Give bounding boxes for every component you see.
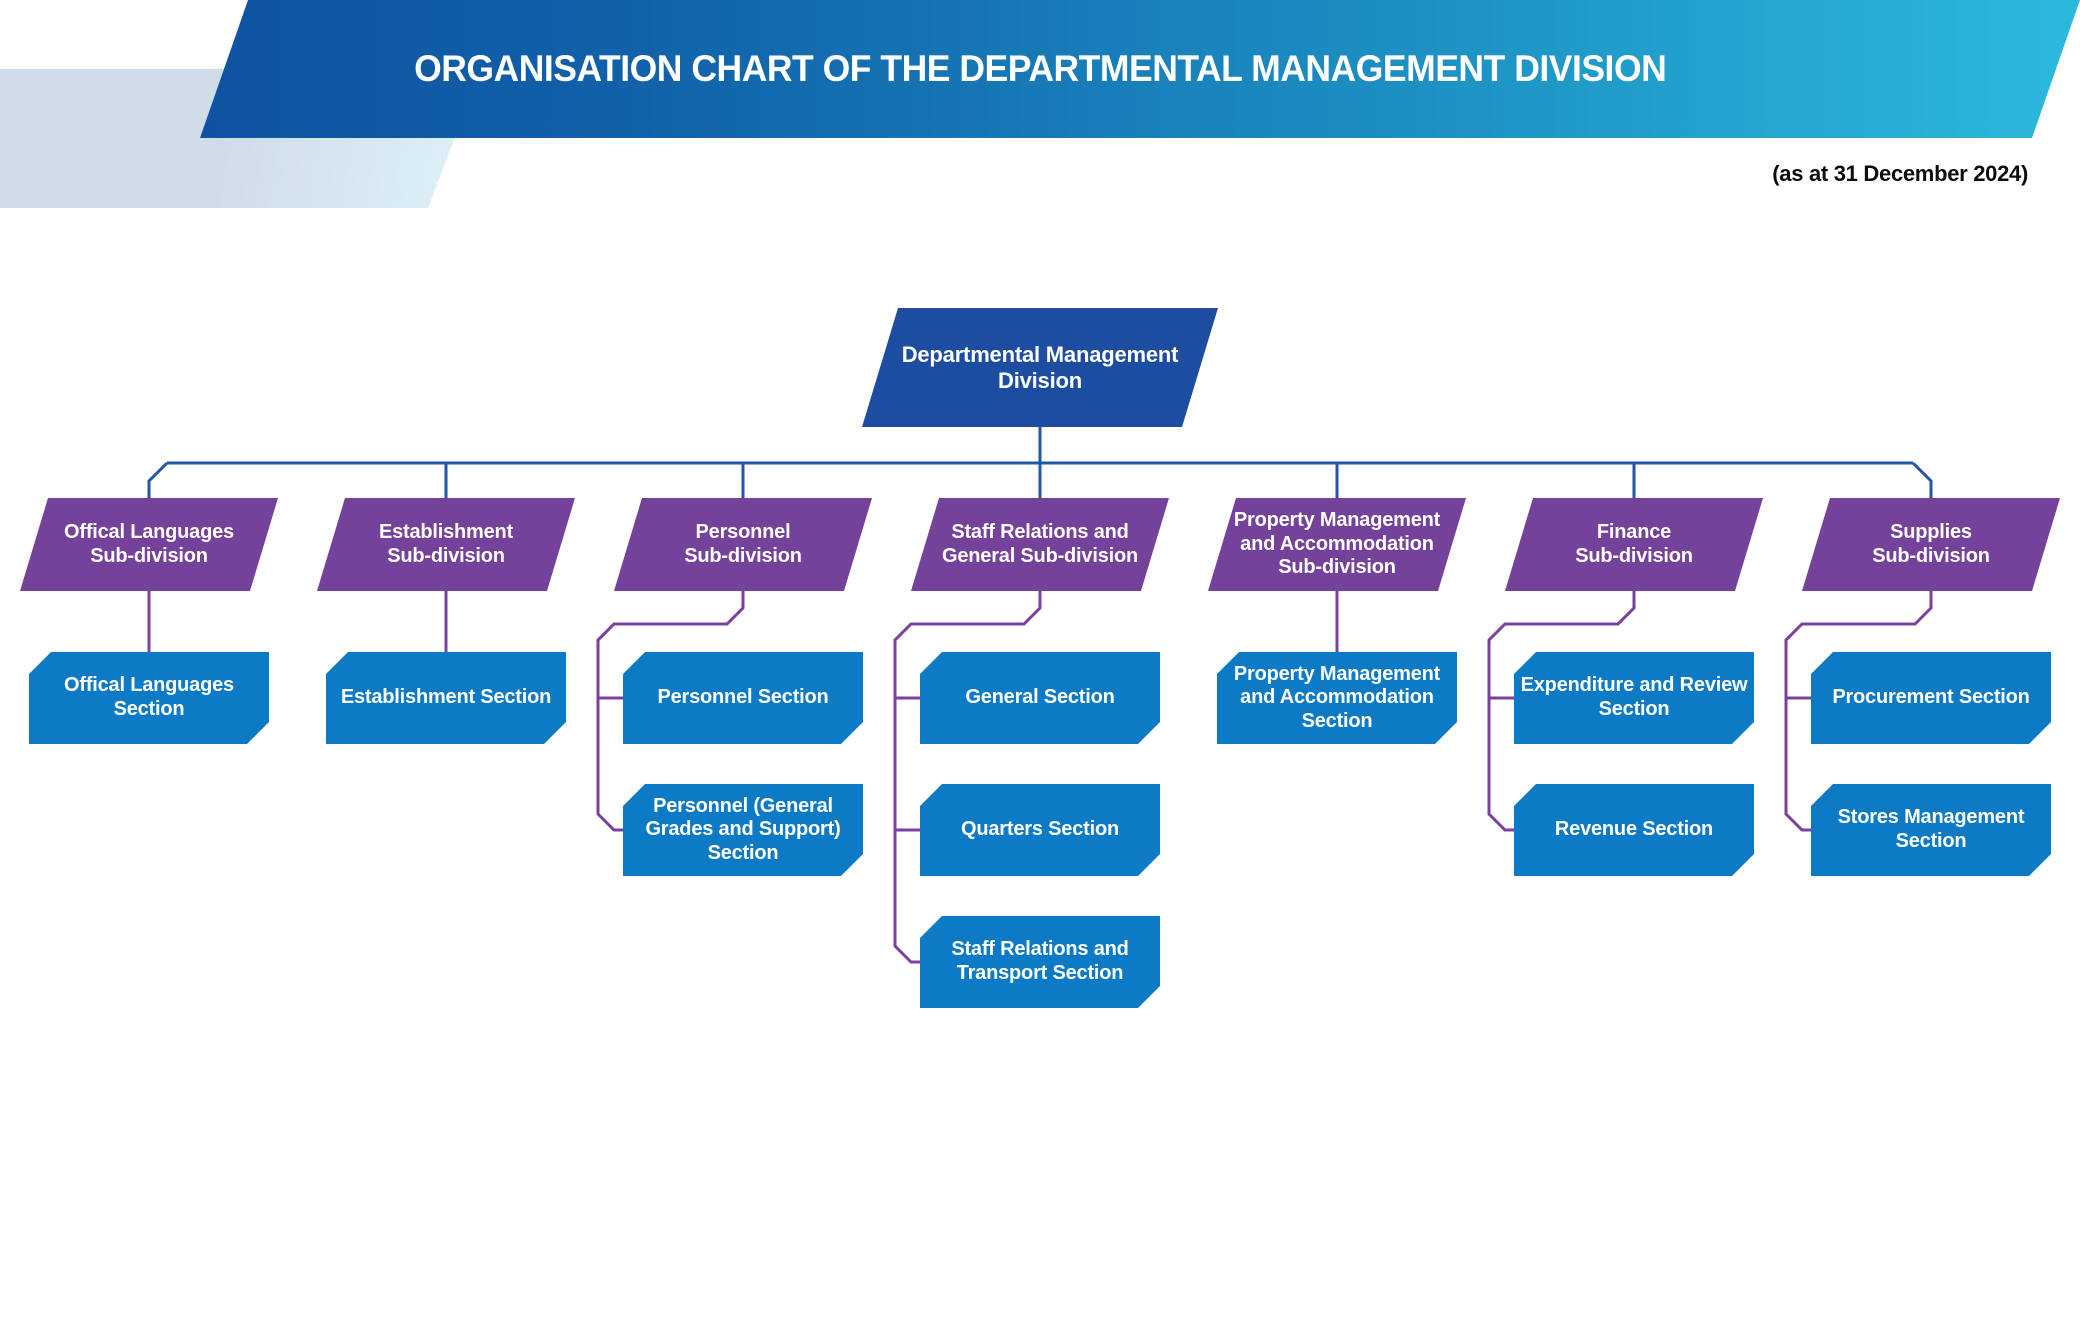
date-note: (as at 31 December 2024) xyxy=(1772,161,2028,186)
node-label: Expenditure and Review Section xyxy=(1520,674,1748,720)
subdivision-personnel: Personnel Sub-division xyxy=(614,498,872,591)
node-label: Offical Languages Sub-division xyxy=(64,520,234,567)
section-general: General Section xyxy=(920,652,1160,744)
section-revenue: Revenue Section xyxy=(1514,784,1754,876)
node-label: Stores Management Section xyxy=(1837,806,2025,852)
page-title: ORGANISATION CHART OF THE DEPARTMENTAL M… xyxy=(413,48,1667,89)
node-label: Departmental Management Division xyxy=(901,341,1179,393)
node-label: Personnel Section xyxy=(657,686,829,709)
node-label: Offical Languages Section xyxy=(64,674,234,720)
section-establishment: Establishment Section xyxy=(326,652,566,744)
connector-blue xyxy=(147,427,1933,498)
node-label: Supplies Sub-division xyxy=(1872,520,1990,567)
section-property-management: Property Management and Accommodation Se… xyxy=(1217,652,1457,744)
subdivision-supplies: Supplies Sub-division xyxy=(1802,498,2060,591)
node-label: Property Management and Accommodation Su… xyxy=(1233,509,1441,579)
subdivision-finance: Finance Sub-division xyxy=(1505,498,1763,591)
subdivision-property-management: Property Management and Accommodation Su… xyxy=(1208,498,1466,591)
node-label: Establishment Sub-division xyxy=(378,520,514,567)
node-label: Procurement Section xyxy=(1832,686,2030,709)
section-staff-relations-transport: Staff Relations and Transport Section xyxy=(920,916,1160,1008)
root-node: Departmental Management Division xyxy=(862,308,1218,427)
header-banner: ORGANISATION CHART OF THE DEPARTMENTAL M… xyxy=(200,0,2080,138)
node-label: Establishment Section xyxy=(340,686,552,709)
subdivision-staff-relations-general: Staff Relations and General Sub-division xyxy=(911,498,1169,591)
node-label: Staff Relations and Transport Section xyxy=(951,938,1129,984)
subdivision-establishment: Establishment Sub-division xyxy=(317,498,575,591)
node-label: Revenue Section xyxy=(1554,818,1714,841)
section-stores-management: Stores Management Section xyxy=(1811,784,2051,876)
node-label: General Section xyxy=(965,686,1115,709)
section-offical-languages: Offical Languages Section xyxy=(29,652,269,744)
node-label: Quarters Section xyxy=(961,818,1119,841)
connector-purple xyxy=(147,591,1933,964)
node-label: Property Management and Accommodation Se… xyxy=(1233,662,1441,732)
section-personnel-general-grades: Personnel (General Grades and Support) S… xyxy=(623,784,863,876)
node-label: Personnel Sub-division xyxy=(684,520,802,567)
subdivision-offical-languages: Offical Languages Sub-division xyxy=(20,498,278,591)
node-label: Finance Sub-division xyxy=(1575,520,1693,567)
section-expenditure-review: Expenditure and Review Section xyxy=(1514,652,1754,744)
node-label: Personnel (General Grades and Support) S… xyxy=(645,794,841,864)
section-procurement: Procurement Section xyxy=(1811,652,2051,744)
section-quarters: Quarters Section xyxy=(920,784,1160,876)
section-personnel: Personnel Section xyxy=(623,652,863,744)
node-label: Staff Relations and General Sub-division xyxy=(941,520,1139,567)
